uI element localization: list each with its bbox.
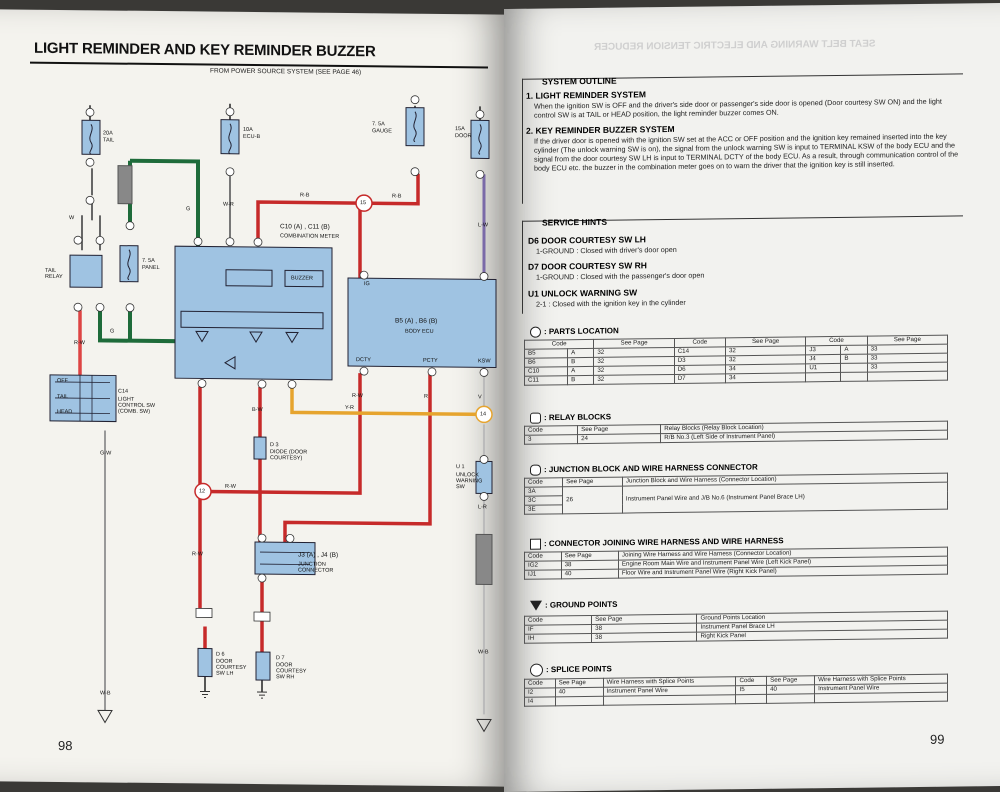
box-icon [530, 464, 541, 476]
switch-name: LIGHT CONTROL SW (COMB. SW) [118, 396, 156, 415]
buzzer-label: BUZZER [291, 275, 313, 282]
wire-lr: L-R [478, 504, 487, 511]
switch-off: OFF [57, 377, 68, 385]
wire-g-1: G [110, 328, 115, 335]
switch-code: C14 [118, 388, 129, 395]
junction-code: J3 (A) , J4 (B) [298, 551, 339, 559]
circle-icon [530, 326, 541, 338]
fuse-door-name: DOOR [455, 133, 472, 140]
ecu-ksw: KSW [478, 358, 491, 365]
page-number-left: 98 [58, 737, 73, 754]
triangle-icon [530, 600, 542, 611]
wire-rb-1: R-B [300, 192, 310, 199]
hint-d6-detail: 1-GROUND : Closed with driver's door ope… [536, 244, 677, 256]
junction-title: : JUNCTION BLOCK AND WIRE HARNESS CONNEC… [530, 462, 758, 476]
meter-name: COMBINATION METER [280, 233, 340, 240]
wire-rw: R-W [225, 483, 236, 490]
fuse-panel-amp: 7. 5A [142, 257, 155, 264]
hint-u1: U1 UNLOCK WARNING SW [528, 287, 638, 299]
door-rh-name: DOOR COURTESY SW RH [276, 662, 307, 681]
fuse-tail-name: TAIL [103, 137, 115, 144]
fuse-ecub-amp: 10A [243, 126, 253, 133]
wire-rb-2: R-B [392, 193, 402, 200]
splice-14: 14 [480, 411, 487, 418]
unlock-name: UNLOCK WARNING SW [456, 472, 483, 491]
page-number-right: 99 [930, 731, 945, 747]
relay-title: : RELAY BLOCKS [530, 412, 611, 424]
outline-1-title: 1. LIGHT REMINDER SYSTEM [526, 89, 646, 101]
fuse-gauge-amp: 7. 5A [372, 121, 385, 128]
ecu-code: B5 (A) , B6 (B) [395, 317, 438, 325]
splice-circle-icon [530, 663, 543, 677]
switch-head: HEAD [57, 408, 73, 416]
junction-name: JUNCTION CONNECTOR [298, 561, 334, 574]
hint-d6: D6 DOOR COURTESY SW LH [528, 234, 646, 246]
wire-bw: B-W [252, 406, 263, 414]
ground-title: : GROUND POINTS [530, 600, 617, 611]
outline-title: SYSTEM OUTLINE [542, 75, 617, 87]
rounded-square-icon [530, 412, 541, 424]
door-lh-code: D 6 [216, 651, 225, 658]
ecu-ig: IG [364, 281, 370, 288]
left-page: LIGHT REMINDER AND KEY REMINDER BUZZER F… [0, 9, 506, 787]
wire-g-2: G [186, 206, 191, 213]
wire-wb-2: W-B [478, 649, 489, 656]
outline-2-text: If the driver door is opened with the ig… [534, 131, 959, 173]
wire-rw-4: R-W [192, 551, 203, 558]
wire-r-1: R [424, 393, 428, 400]
ecu-name: BODY ECU [405, 328, 434, 335]
switch-tail: TAIL [57, 393, 69, 401]
diode-name: DIODE (DOOR COURTESY) [270, 449, 308, 462]
hint-u1-detail: 2-1 : Closed with the ignition key in th… [536, 297, 686, 309]
right-page: SEAT BELT WARNING AND ELECTRIC TENSION R… [504, 2, 1000, 792]
square-icon [530, 538, 541, 550]
mirrored-header: SEAT BELT WARNING AND ELECTRIC TENSION R… [594, 38, 876, 53]
ecu-pcty: PCTY [423, 357, 438, 364]
parts-title: : PARTS LOCATION [530, 326, 619, 338]
meter-code: C10 (A) , C11 (B) [280, 223, 330, 231]
fuse-panel-name: PANEL [142, 264, 160, 272]
door-rh-code: D 7 [276, 655, 285, 662]
ecu-dcty: DCTY [356, 357, 371, 364]
splice-12: 12 [199, 488, 206, 495]
parts-table: Code See Page Code See Page Code See Pag… [524, 335, 948, 386]
door-lh-name: DOOR COURTESY SW LH [216, 658, 247, 677]
fuse-tail-amp: 20A [103, 130, 113, 137]
diode-code: D 3 [270, 442, 279, 449]
fuse-gauge-name: GAUGE [372, 128, 392, 135]
wire-lw: L-W [478, 222, 489, 229]
unlock-code: U 1 [456, 464, 465, 471]
wiring-diagram [49, 95, 497, 733]
connector-title: : CONNECTOR JOINING WIRE HARNESS AND WIR… [530, 536, 784, 550]
wire-wr: W-R [223, 201, 234, 208]
hint-d7: D7 DOOR COURTESY SW RH [528, 260, 647, 272]
splice-title: : SPLICE POINTS [530, 663, 612, 677]
wire-yr: Y-R [345, 404, 354, 412]
wire-gw: G-W [100, 450, 112, 457]
wire-rw-2: R-W [352, 393, 363, 400]
splice-15: 15 [360, 200, 367, 207]
outline-2-title: 2. KEY REMINDER BUZZER SYSTEM [526, 123, 675, 136]
tail-relay-label: TAIL RELAY [45, 267, 63, 281]
wire-w-1: W [69, 215, 75, 222]
wire-wb-1: W-B [100, 690, 111, 697]
wire-rw-3: R-W [74, 340, 85, 347]
fuse-door-amp: 15A [455, 126, 465, 133]
wire-v: V [478, 394, 482, 401]
hints-title: SERVICE HINTS [542, 216, 608, 228]
fuse-ecub-name: ECU-B [243, 133, 261, 141]
